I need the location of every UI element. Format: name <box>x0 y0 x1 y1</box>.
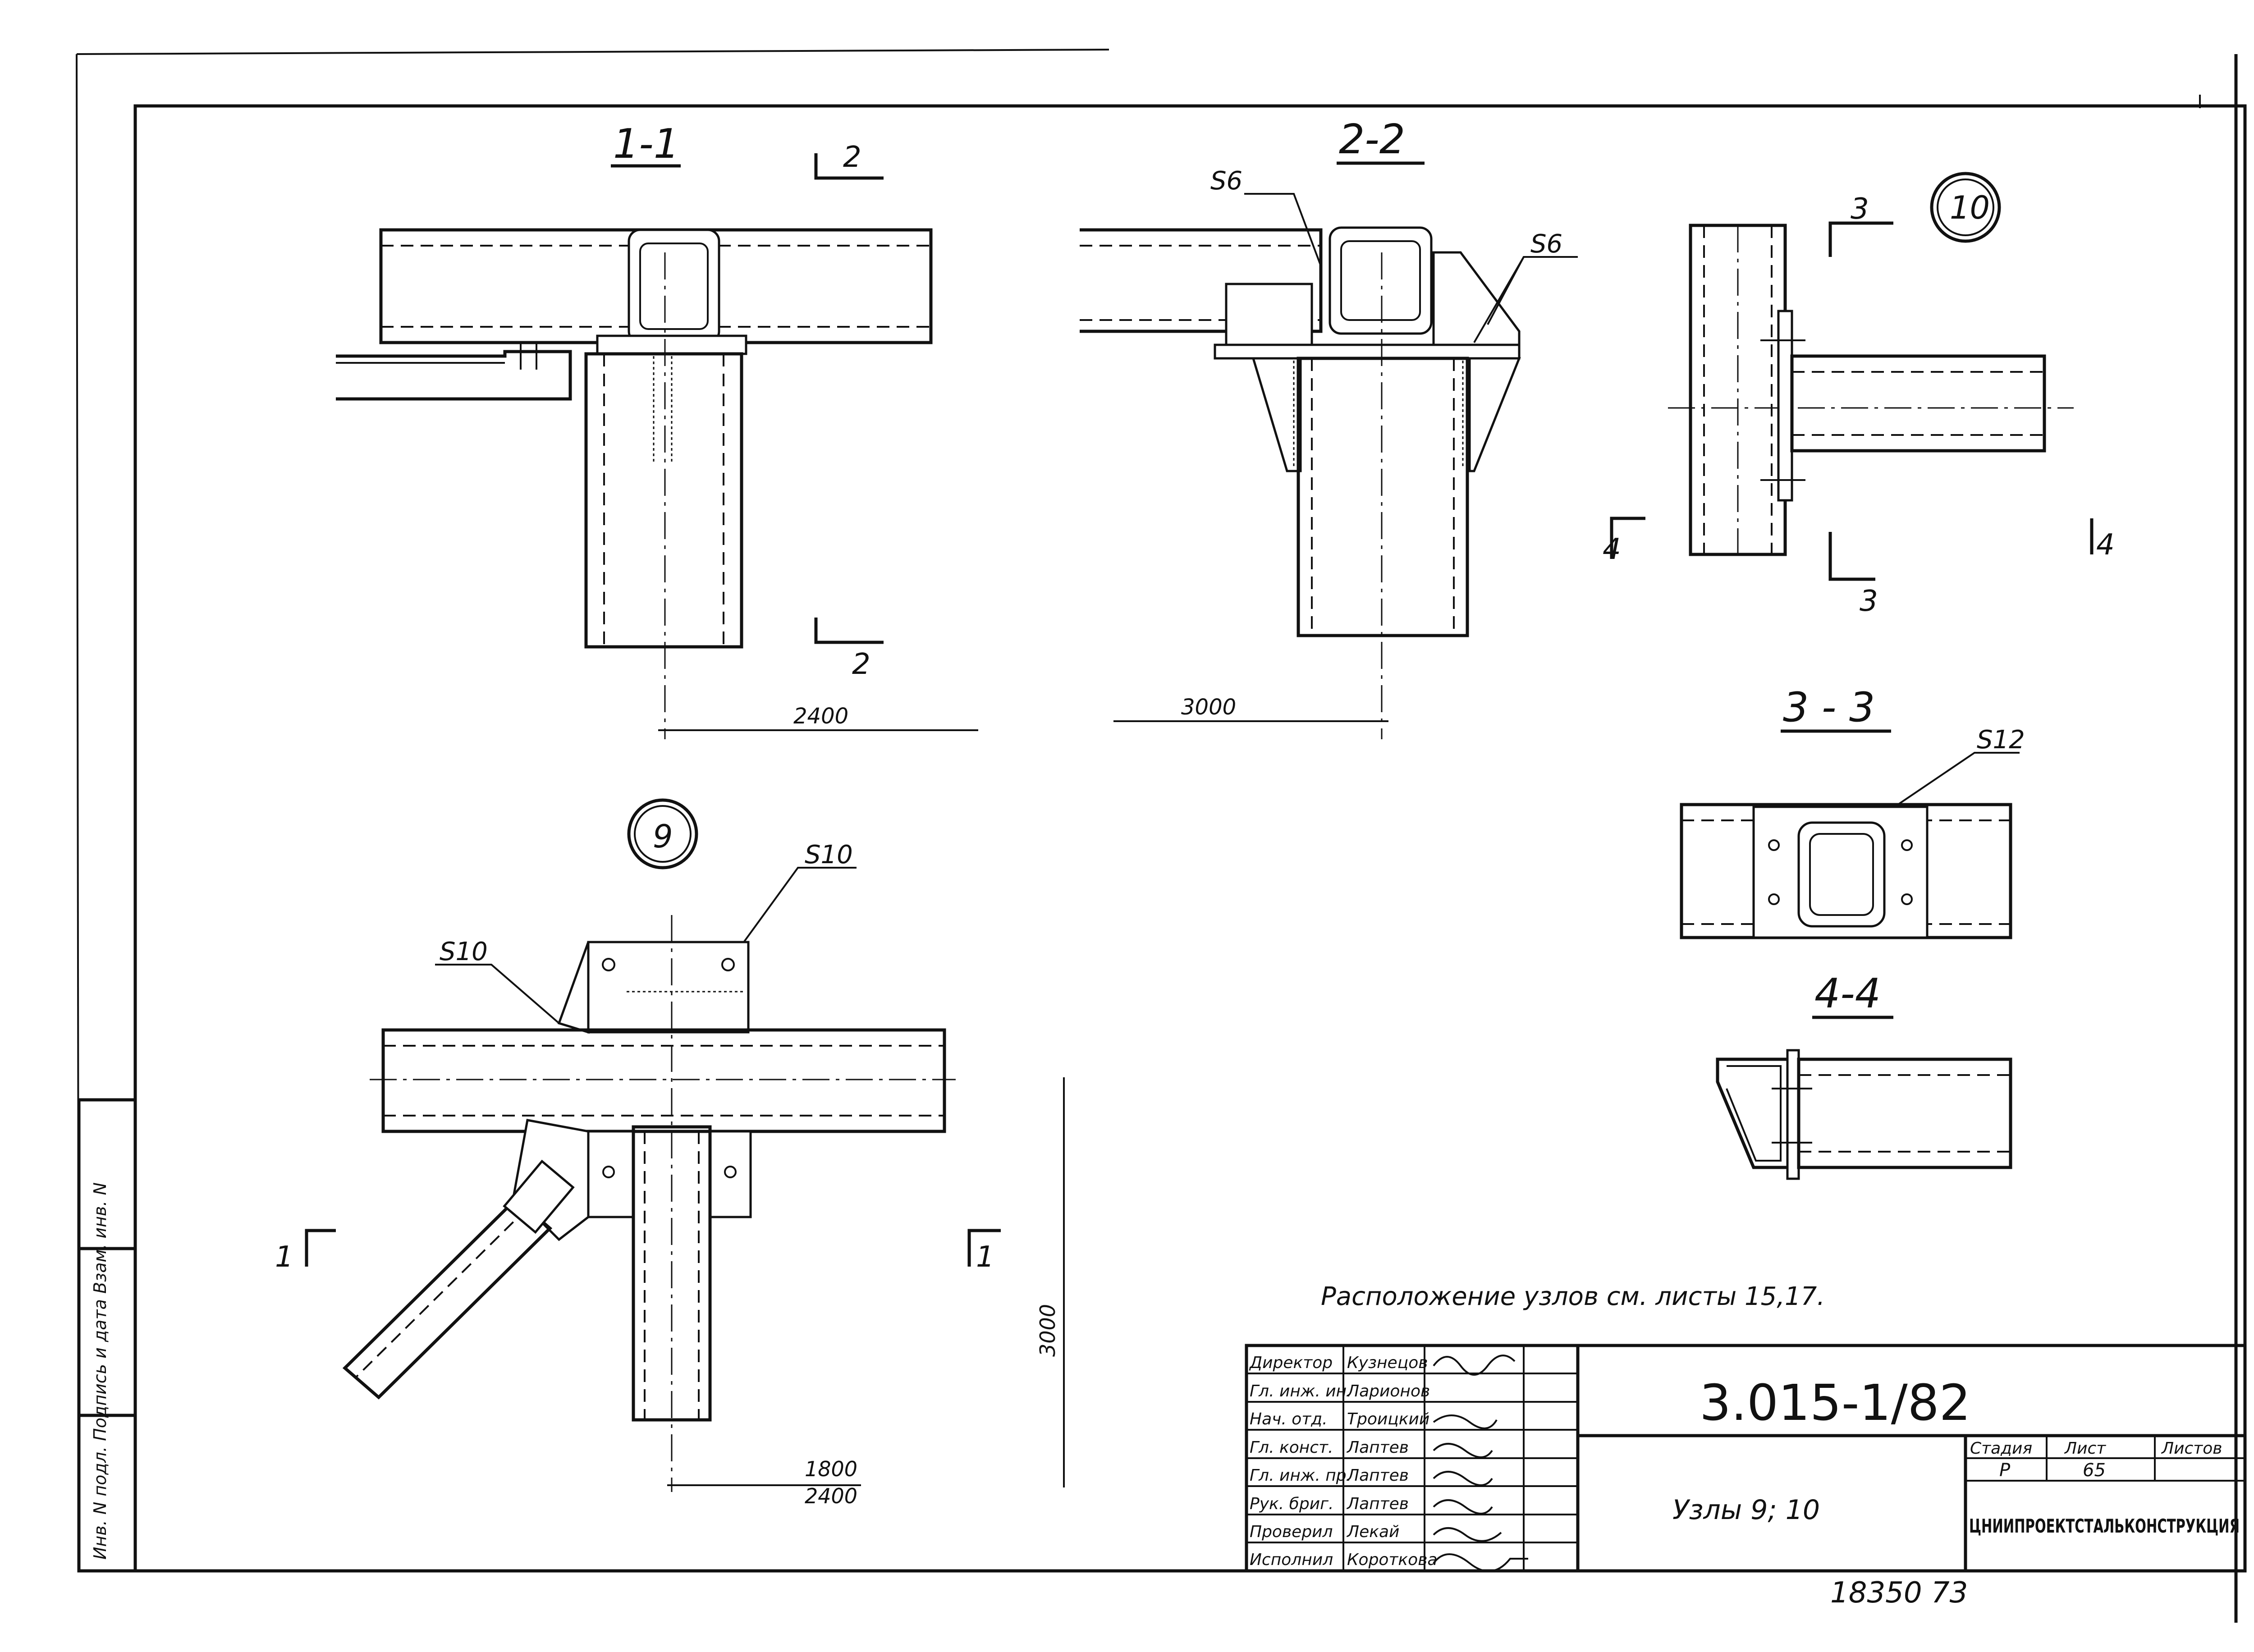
section-1-1-title: 1-1 <box>613 120 679 168</box>
sig-role-0: Директор <box>1249 1354 1333 1372</box>
dim-2400-a: 2400 <box>793 704 848 729</box>
sig-role-7: Исполнил <box>1250 1551 1333 1569</box>
dim-3000-a: 3000 <box>1181 695 1236 720</box>
margin-stamp-text: Инв. N подл. Подпись и дата Взам. инв. N <box>90 1182 110 1560</box>
cut-1-right-label: 1 <box>976 1240 994 1274</box>
section-2-2-title: 2-2 <box>1339 116 1405 163</box>
weld-s12: S12 <box>1977 725 2025 755</box>
stage-value: Р <box>1999 1460 2011 1481</box>
signature-scribbles <box>1433 1355 1528 1572</box>
dim-2400-b: 2400 <box>805 1484 857 1508</box>
organization: ЦНИИПРОЕКТСТАЛЬКОНСТРУКЦИЯ <box>1969 1515 2240 1537</box>
cut-3-top-label: 3 <box>1851 192 1869 226</box>
node-9: 9 S10 S10 1 1 3000 <box>275 798 1065 1508</box>
dim-3000-vertical: 3000 <box>1035 1304 1060 1357</box>
cut-4-right-label: 4 <box>2096 528 2115 562</box>
sig-role-5: Рук. бриг. <box>1250 1495 1333 1513</box>
weld-s10-right: S10 <box>805 840 853 869</box>
sig-name-3: Лаптев <box>1346 1438 1409 1457</box>
node-10: 10 3 4 4 3 <box>1603 172 2115 618</box>
section-3-3-title: 3 - 3 <box>1783 684 1875 731</box>
dim-1800: 1800 <box>805 1457 857 1481</box>
sig-name-2: Троицкий <box>1347 1410 1429 1428</box>
drawing-title: Узлы 9; 10 <box>1672 1494 1820 1526</box>
node-10-label: 10 <box>1950 189 1990 226</box>
section-3-3: 3 - 3 S12 <box>1680 684 2025 939</box>
cut-3-bottom-label: 3 <box>1860 585 1878 618</box>
weld-s10-left: S10 <box>440 937 488 966</box>
sheets-label: Листов <box>2161 1439 2222 1458</box>
cut-4-left-label: 4 <box>1603 533 1621 566</box>
weld-s6-right: S6 <box>1530 229 1562 259</box>
section-2-2: 2-2 S6 S6 3000 <box>1080 116 1578 739</box>
doc-number: 18350 73 <box>1830 1576 1968 1610</box>
margin-stamp: Инв. N подл. Подпись и дата Взам. инв. N <box>77 1098 137 1573</box>
sheet-label: Лист <box>2064 1439 2106 1458</box>
cut-2-bottom-label: 2 <box>852 648 870 681</box>
sig-name-4: Лаптев <box>1346 1466 1409 1485</box>
sig-role-6: Проверил <box>1250 1523 1333 1541</box>
sig-name-6: Лекай <box>1346 1523 1399 1541</box>
sig-name-0: Кузнецов <box>1347 1354 1428 1372</box>
section-4-4: 4-4 <box>1716 970 2012 1180</box>
node-9-label: 9 <box>653 818 673 855</box>
weld-s6-left: S6 <box>1210 166 1242 196</box>
drawing-code: 3.015-1/82 <box>1700 1374 1971 1432</box>
title-block: Директор Кузнецов Гл. инж. ин. Ларионов … <box>1245 1344 2247 1573</box>
sig-name-1: Ларионов <box>1346 1382 1430 1400</box>
sheet-value: 65 <box>2083 1460 2106 1481</box>
sig-role-3: Гл. конст. <box>1250 1438 1333 1457</box>
sig-name-7: Короткова <box>1347 1551 1437 1569</box>
cut-2-top-label: 2 <box>843 141 861 174</box>
section-4-4-title: 4-4 <box>1814 970 1881 1017</box>
sig-role-4: Гл. инж. пр. <box>1250 1466 1351 1485</box>
layout-note: Расположение узлов см. листы 15,17. <box>1321 1282 1825 1311</box>
section-1-1: 1-1 2 2 2400 <box>336 120 978 739</box>
stage-label: Стадия <box>1970 1439 2032 1458</box>
sig-role-2: Нач. отд. <box>1250 1410 1328 1428</box>
sig-role-1: Гл. инж. ин. <box>1250 1382 1352 1400</box>
sig-name-5: Лаптев <box>1346 1495 1409 1513</box>
cut-1-left-label: 1 <box>275 1240 293 1274</box>
